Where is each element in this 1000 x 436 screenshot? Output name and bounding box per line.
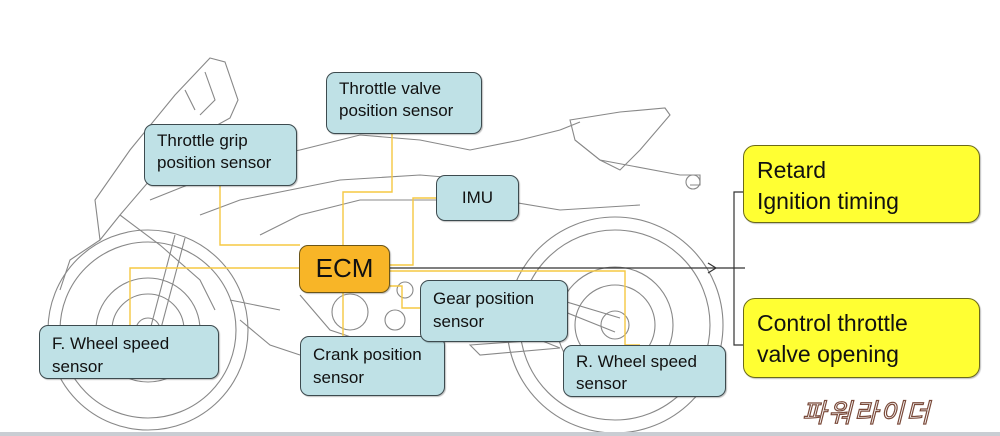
f-wheel-label-line1: F. Wheel speed (52, 334, 170, 353)
gear-label-line2: sensor (433, 311, 485, 331)
retard-ignition-action-box: Retard Ignition timing (743, 145, 980, 223)
connector-f-wheel (129, 267, 300, 325)
retard-ignition-line1: Retard (757, 157, 827, 183)
f-wheel-speed-sensor-box: F. Wheel speed sensor (39, 325, 219, 379)
watermark-logo: 파워라이더 (801, 398, 933, 429)
ecm-label: ECM (315, 253, 374, 284)
connector-throttle-grip (219, 186, 300, 246)
bottom-divider (0, 432, 1000, 436)
throttle-grip-sensor-box: Throttle grip position sensor (144, 124, 297, 186)
r-wheel-label-line2: sensor (576, 374, 628, 394)
connector-throttle-valve (342, 132, 393, 250)
throttle-valve-sensor-box: Throttle valve position sensor (326, 72, 482, 134)
imu-label: IMU (461, 187, 494, 207)
connector-gear (390, 285, 420, 309)
output-connectors (390, 191, 745, 346)
imu-sensor-box: IMU (436, 175, 519, 221)
throttle-valve-label-line1: Throttle valve (339, 79, 442, 98)
throttle-valve-label-line2: position sensor (339, 101, 454, 121)
bracket-upper (733, 191, 745, 269)
control-throttle-line1: Control throttle (757, 310, 908, 336)
gear-label-line1: Gear position (433, 289, 535, 308)
crank-label-line2: sensor (313, 367, 365, 387)
watermark-text: 파워라이더 (802, 399, 933, 429)
control-throttle-line2: valve opening (757, 341, 899, 368)
throttle-grip-label-line2: position sensor (157, 153, 272, 173)
connector-imu (390, 197, 436, 266)
crank-label-line1: Crank position (313, 345, 422, 364)
control-throttle-action-box: Control throttle valve opening (743, 298, 980, 378)
crank-position-sensor-box: Crank position sensor (300, 336, 445, 396)
throttle-grip-label-line1: Throttle grip (157, 131, 248, 150)
r-wheel-speed-sensor-box: R. Wheel speed sensor (563, 345, 726, 397)
gear-position-sensor-box: Gear position sensor (420, 280, 568, 342)
retard-ignition-line2: Ignition timing (757, 188, 899, 215)
ecm-box: ECM (299, 245, 390, 293)
r-wheel-label-line1: R. Wheel speed (576, 352, 697, 371)
bracket-lower (733, 268, 745, 346)
f-wheel-label-line2: sensor (52, 356, 104, 376)
